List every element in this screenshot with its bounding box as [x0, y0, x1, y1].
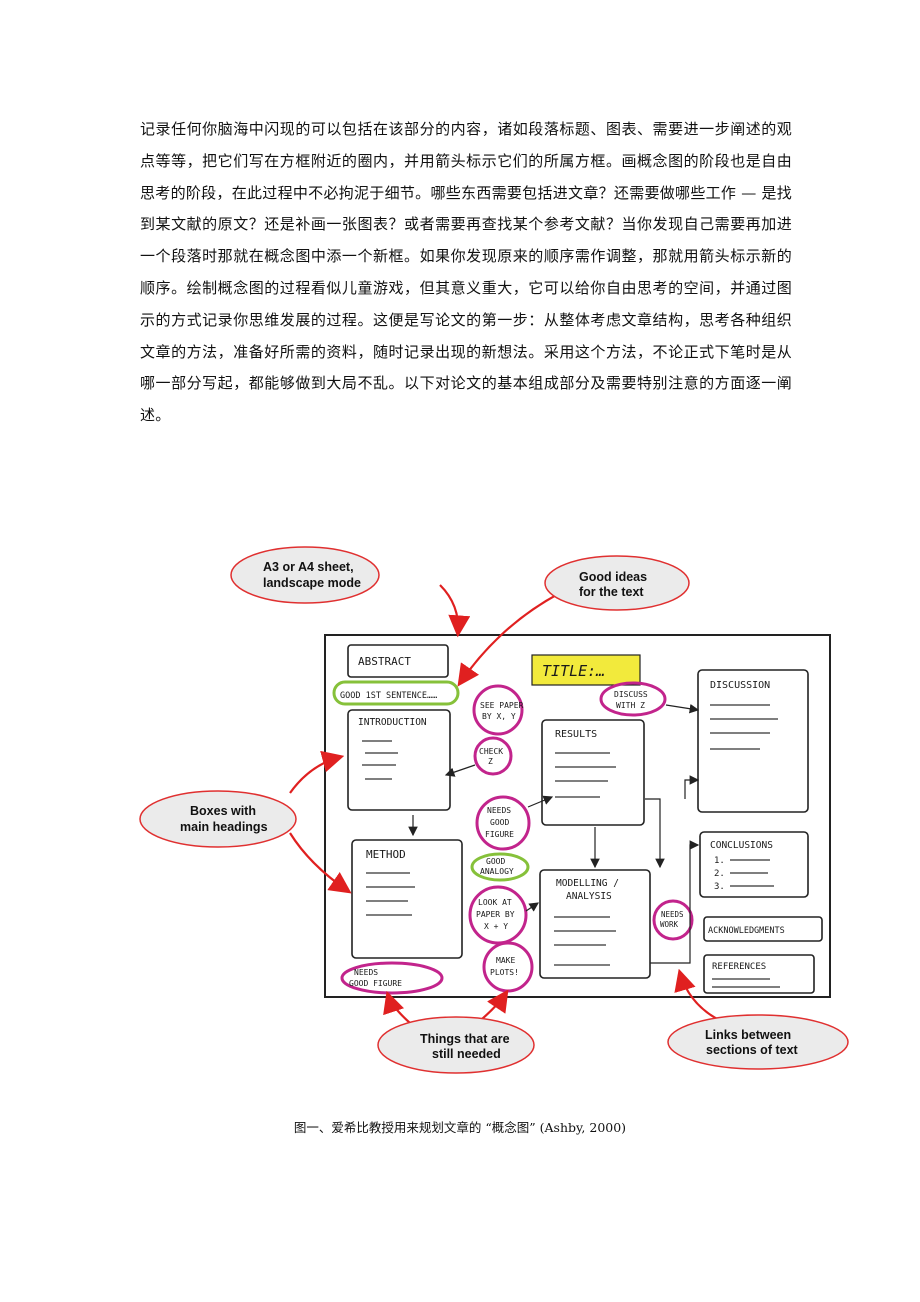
modelling-box — [539, 869, 651, 979]
look-at-line3: X + Y — [484, 922, 508, 931]
acknowledgments-label: ACKNOWLEDGMENTS — [708, 926, 785, 936]
discuss-line2: WITH Z — [616, 701, 645, 710]
callout-ideas-line1: Good ideas — [579, 570, 647, 584]
discussion-box — [697, 669, 809, 813]
introduction-label: INTRODUCTION — [358, 717, 427, 728]
discuss-oval — [599, 681, 667, 717]
conclusions-box — [699, 831, 809, 898]
references-label: REFERENCES — [712, 962, 766, 972]
references-box — [703, 954, 815, 994]
look-at-line2: PAPER BY — [476, 910, 515, 919]
see-papers-line1: SEE PAPER — [480, 701, 524, 710]
needs-figure-line3: FIGURE — [485, 830, 514, 839]
needs-work-line2: WORK — [660, 920, 679, 929]
callout-ideas-line2: for the text — [579, 585, 644, 599]
look-at-line1: LOOK AT — [478, 898, 512, 907]
introduction-scribbles — [362, 740, 398, 780]
callout-needed-line2: still needed — [432, 1047, 501, 1061]
needs-figure-line1: NEEDS — [487, 806, 511, 815]
modelling-scribbles — [554, 916, 616, 966]
introduction-box — [347, 709, 451, 811]
good-sentence-label: GOOD 1ST SENTENCE…… — [340, 691, 437, 701]
needs-good-figure-line2: GOOD FIGURE — [349, 979, 402, 988]
callout-boxes-line2: main headings — [180, 820, 268, 834]
callout-links-line2: sections of text — [706, 1043, 799, 1057]
needs-figure-circle — [475, 795, 531, 851]
good-sentence-oval — [332, 680, 460, 706]
body-paragraph: 记录任何你脑海中闪现的可以包括在该部分的内容，诸如段落标题、图表、需要进一步阐述… — [140, 120, 792, 425]
method-box — [351, 839, 463, 959]
section-links — [645, 775, 700, 964]
sheet-frame — [324, 634, 831, 998]
callout-sheet-line2: landscape mode — [263, 576, 361, 590]
results-box — [541, 719, 645, 826]
abstract-label: ABSTRACT — [358, 655, 411, 668]
title-label: TITLE:… — [542, 662, 605, 680]
results-scribbles — [555, 752, 616, 798]
good-analogy-line2: ANALOGY — [480, 867, 514, 876]
make-plots-line2: PLOTS! — [490, 968, 519, 977]
check-line1: CHECK — [479, 747, 503, 756]
callout-boxes: Boxes with main headings — [139, 790, 297, 848]
good-analogy-line1: GOOD — [486, 857, 505, 866]
needs-good-figure-line1: NEEDS — [354, 968, 378, 977]
results-label: RESULTS — [555, 729, 597, 740]
conclusions-item3: 3. — [714, 882, 725, 892]
callout-boxes-line1: Boxes with — [190, 804, 256, 818]
callout-links: Links between sections of text — [667, 1014, 849, 1070]
callout-arrows — [289, 584, 726, 1025]
callout-sheet: A3 or A4 sheet, landscape mode — [230, 546, 380, 604]
callout-needed: Things that are still needed — [377, 1016, 535, 1074]
concept-map-svg: ABSTRACT TITLE:… GOOD 1ST SENTENCE…… INT… — [139, 546, 849, 1074]
make-plots-line1: MAKE — [496, 956, 515, 965]
check-circle — [473, 736, 513, 776]
modelling-line2: ANALYSIS — [566, 891, 612, 902]
see-papers-line2: BY X, Y — [482, 712, 516, 721]
callout-ideas: Good ideas for the text — [544, 555, 690, 611]
modelling-line1: MODELLING / — [556, 878, 619, 889]
callout-links-line1: Links between — [705, 1028, 791, 1042]
needs-work-line1: NEEDS — [661, 910, 684, 919]
callout-sheet-line1: A3 or A4 sheet, — [263, 560, 354, 574]
method-label: METHOD — [366, 848, 406, 861]
abstract-box — [347, 644, 449, 678]
acknowledgments-box — [703, 916, 823, 942]
discussion-label: DISCUSSION — [710, 680, 770, 691]
discussion-scribbles — [710, 704, 778, 750]
see-papers-circle — [472, 684, 524, 736]
conclusions-item1: 1. — [714, 856, 725, 866]
conclusions-scribbles — [730, 859, 774, 887]
figure-caption: 图一、爱希比教授用来规划文章的 “概念图” (Ashby, 2000) — [293, 1120, 627, 1135]
references-scribbles — [712, 978, 780, 988]
conclusions-item2: 2. — [714, 869, 725, 879]
needs-figure-line2: GOOD — [490, 818, 509, 827]
check-line2: Z — [488, 757, 493, 766]
good-analogy-oval — [470, 852, 530, 882]
needs-work-circle — [652, 899, 694, 941]
callout-needed-line1: Things that are — [420, 1032, 510, 1046]
look-at-circle — [468, 885, 528, 945]
concept-map-figure: ABSTRACT TITLE:… GOOD 1ST SENTENCE…… INT… — [130, 545, 870, 1090]
method-scribbles — [366, 872, 415, 916]
title-highlight — [531, 654, 641, 686]
discuss-line1: DISCUSS — [614, 690, 648, 699]
conclusions-label: CONCLUSIONS — [710, 840, 773, 851]
